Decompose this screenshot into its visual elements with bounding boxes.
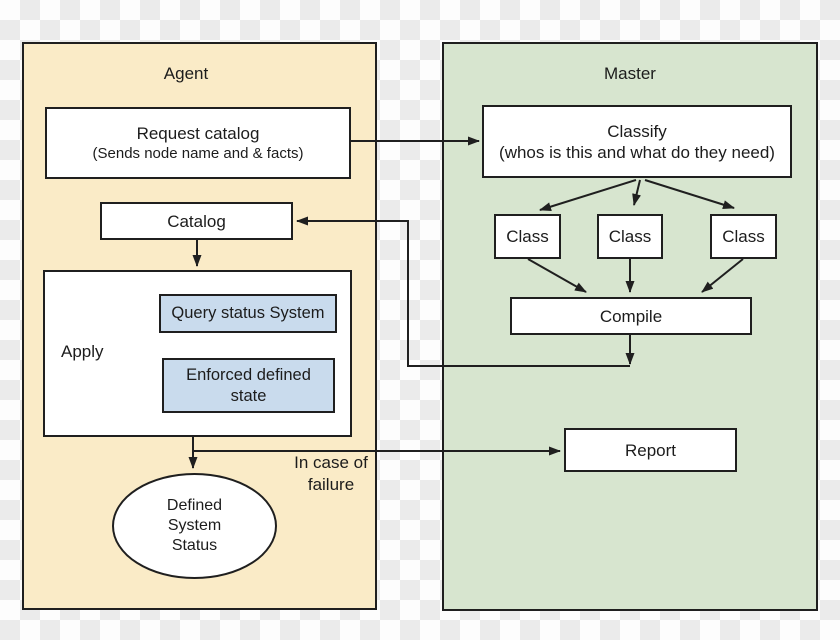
- query-status-node: Query status System: [159, 294, 337, 333]
- failure-note-line1: In case of: [294, 453, 368, 472]
- class-node-1: Class: [494, 214, 561, 259]
- enforced-state-line2: state: [230, 386, 267, 405]
- classify-subtitle: (whos is this and what do they need): [499, 142, 775, 162]
- master-panel-title: Master: [604, 64, 656, 83]
- failure-note-line2: failure: [307, 475, 355, 494]
- class-node-2: Class: [597, 214, 663, 259]
- apply-label: Apply: [61, 342, 104, 361]
- enforced-state-node: Enforced defined state: [162, 358, 335, 413]
- class-2-label: Class: [608, 227, 652, 246]
- class-3-label: Class: [722, 227, 765, 246]
- defined-status-line2: System: [167, 517, 222, 534]
- class-1-label: Class: [506, 227, 549, 246]
- catalog-label: Catalog: [167, 211, 226, 231]
- query-status-label: Query status System: [171, 304, 325, 322]
- defined-status-line3: Status: [171, 537, 218, 554]
- compile-label: Compile: [599, 306, 663, 326]
- defined-status-line1: Defined: [166, 497, 223, 514]
- report-label: Report: [624, 440, 677, 460]
- request-catalog-title: Request catalog: [136, 123, 260, 143]
- defined-system-status-node: Defined System Status: [112, 473, 277, 579]
- compile-node: Compile: [510, 297, 752, 335]
- agent-panel-title: Agent: [163, 64, 209, 83]
- failure-note: In case of failure: [276, 452, 386, 496]
- request-catalog-subtitle: (Sends node name and & facts): [92, 144, 304, 162]
- enforced-state-line1: Enforced defined: [186, 365, 311, 384]
- report-node: Report: [564, 428, 737, 472]
- class-node-3: Class: [710, 214, 777, 259]
- classify-node: Classify (whos is this and what do they …: [482, 105, 792, 178]
- request-catalog-node: Request catalog (Sends node name and & f…: [45, 107, 351, 179]
- classify-title: Classify: [607, 121, 667, 141]
- catalog-node: Catalog: [100, 202, 293, 240]
